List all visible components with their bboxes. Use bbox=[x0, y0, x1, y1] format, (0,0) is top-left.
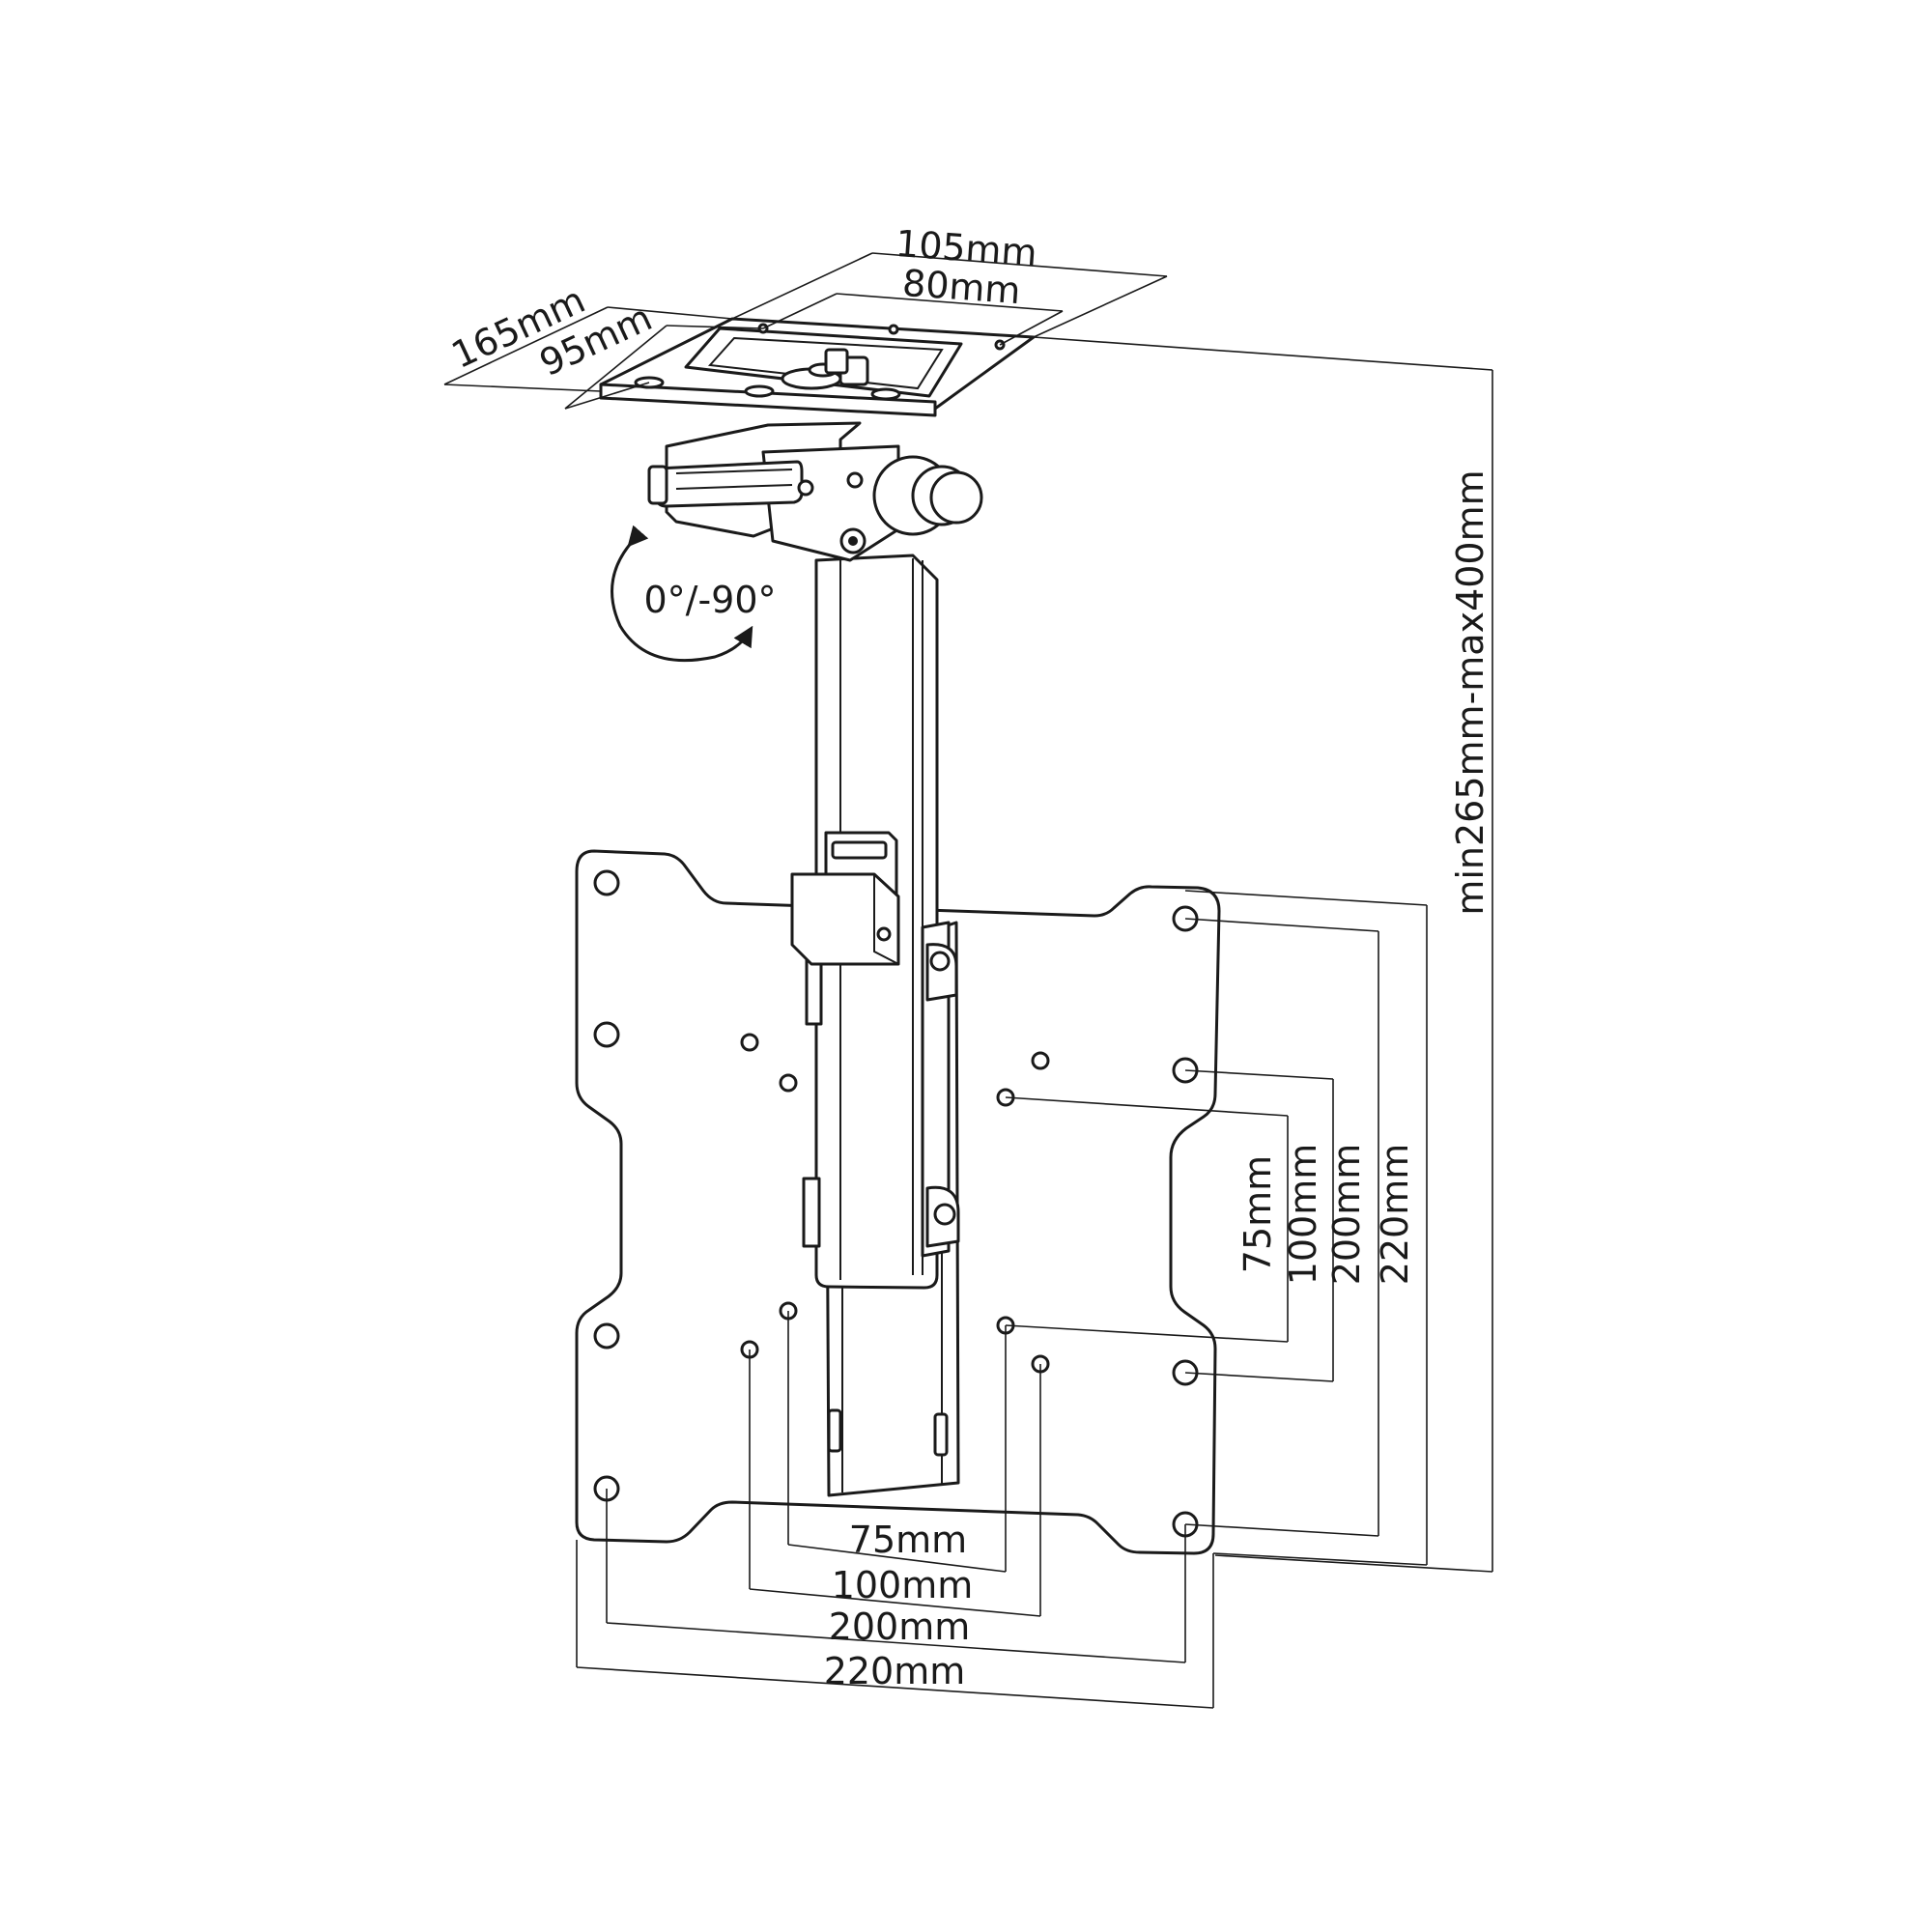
vesa-h-100-label: 100mm bbox=[832, 1564, 974, 1606]
vesa-h-220-label: 220mm bbox=[824, 1650, 966, 1692]
vesa-small-hole bbox=[740, 1033, 759, 1052]
vesa-hole-tl bbox=[593, 869, 620, 896]
vesa-v-200-label: 200mm bbox=[1325, 1144, 1368, 1286]
plate-width-outer-label: 105mm bbox=[895, 222, 1038, 274]
telescopic-pole bbox=[790, 554, 960, 1497]
vesa-v-100-label: 100mm bbox=[1282, 1144, 1324, 1286]
vesa-hole-bl1 bbox=[593, 1322, 620, 1350]
plate-width-inner-label: 80mm bbox=[901, 262, 1022, 312]
height-range-label: min265mm-max400mm bbox=[1449, 469, 1492, 915]
vesa-h-200-label: 200mm bbox=[829, 1605, 971, 1648]
tilt-arrow-icon bbox=[611, 525, 753, 663]
vesa-hole-ml bbox=[593, 1021, 620, 1048]
vesa-v-220-label: 220mm bbox=[1374, 1144, 1416, 1286]
ceiling-plate bbox=[599, 317, 1036, 417]
vesa-small-hole bbox=[779, 1073, 798, 1093]
vesa-small-hole bbox=[1031, 1051, 1050, 1070]
vesa-h-75-label: 75mm bbox=[849, 1519, 967, 1561]
dimension-lines bbox=[443, 252, 1493, 1709]
vesa-v-75-label: 75mm bbox=[1236, 1155, 1279, 1273]
tilt-head bbox=[647, 421, 983, 562]
tilt-label: 0°/-90° bbox=[643, 579, 776, 621]
